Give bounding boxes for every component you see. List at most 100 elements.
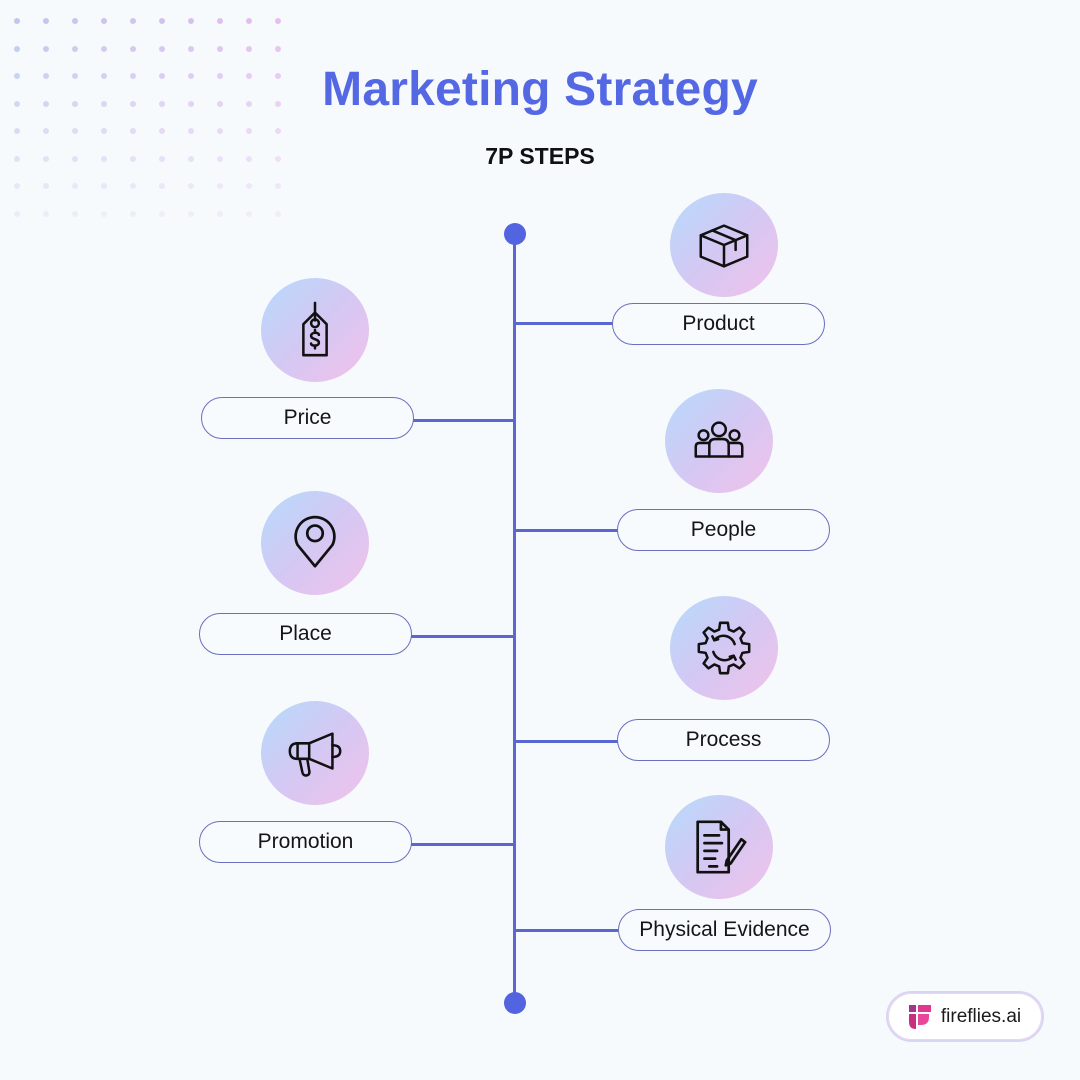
step-label: Promotion [257,830,354,853]
step-label: Process [685,728,762,751]
decorative-dot [43,128,49,134]
people-group-icon [694,421,744,458]
decorative-dot [217,18,223,24]
decorative-dot [72,155,78,162]
decorative-dot [217,128,223,134]
physical-evidence-icon-circle [665,795,773,899]
decorative-dot [72,183,78,189]
step-label: Product [682,312,755,335]
decorative-dot [72,128,78,134]
decorative-dot [130,100,136,107]
decorative-dot [43,100,49,107]
decorative-dot [246,100,252,107]
decorative-dot [14,100,20,107]
price-icon-circle [261,278,369,382]
decorative-dot [14,128,20,134]
step-price[interactable]: Price [201,397,414,439]
decorative-dot [101,18,107,24]
step-label: Physical Evidence [639,918,810,941]
step-label: Price [283,406,332,429]
branch-promotion [411,843,514,846]
gear-cycle-icon [697,621,751,675]
decorative-dot [101,45,107,52]
step-process[interactable]: Process [617,719,830,761]
package-box-icon [699,224,749,268]
branch-physical-evidence [515,929,618,932]
branch-place [411,635,514,638]
location-pin-icon [294,515,336,568]
page-title: Marketing Strategy [322,63,758,116]
decorative-dot [130,183,136,189]
step-label: Place [279,622,332,645]
decorative-dot-grid [10,14,300,234]
decorative-dot [275,100,281,107]
decorative-dot [14,45,20,52]
timeline-end-node [504,992,526,1014]
decorative-dot [101,210,107,217]
decorative-dot [159,73,165,79]
decorative-dot [101,183,107,189]
decorative-dot [246,73,252,79]
branch-people [515,529,618,532]
decorative-dot [130,155,136,162]
decorative-dot [14,155,20,162]
decorative-dot [246,128,252,134]
decorative-dot [72,18,78,24]
decorative-dot [130,18,136,24]
decorative-dot [159,128,165,134]
timeline-start-node [504,223,526,245]
decorative-dot [72,45,78,52]
step-place[interactable]: Place [199,613,412,655]
promotion-icon-circle [261,701,369,805]
decorative-dot [101,128,107,134]
decorative-dot [275,210,281,217]
decorative-dot [188,155,194,162]
document-pen-icon [696,820,747,874]
decorative-dot [101,155,107,162]
decorative-dot [130,73,136,79]
decorative-dot [43,155,49,162]
decorative-dot [275,128,281,134]
step-product[interactable]: Product [612,303,825,345]
decorative-dot [217,155,223,162]
place-icon-circle [261,491,369,595]
decorative-dot [217,45,223,52]
decorative-dot [188,183,194,189]
decorative-dot [159,155,165,162]
decorative-dot [101,73,107,79]
decorative-dot [43,183,49,189]
decorative-dot [246,18,252,24]
decorative-dot [246,183,252,189]
branch-process [515,740,618,743]
decorative-dot [246,45,252,52]
decorative-dot [14,210,20,217]
decorative-dot [159,18,165,24]
decorative-dot [101,100,107,107]
decorative-dot [14,73,20,79]
step-physical-evidence[interactable]: Physical Evidence [618,909,831,951]
decorative-dot [130,128,136,134]
decorative-dot [217,100,223,107]
decorative-dot [246,155,252,162]
megaphone-icon [288,732,342,777]
decorative-dot [72,100,78,107]
decorative-dot [43,73,49,79]
decorative-dot [159,183,165,189]
step-promotion[interactable]: Promotion [199,821,412,863]
decorative-dot [275,155,281,162]
decorative-dot [246,210,252,217]
brand-badge[interactable]: fireflies.ai [886,991,1044,1042]
branch-product [515,322,613,325]
decorative-dot [188,45,194,52]
decorative-dot [43,210,49,217]
price-tag-icon [302,301,328,357]
decorative-dot [217,73,223,79]
step-people[interactable]: People [617,509,830,551]
decorative-dot [14,18,20,24]
decorative-dot [72,73,78,79]
decorative-dot [130,45,136,52]
step-label: People [690,518,757,541]
product-icon-circle [670,193,778,297]
process-icon-circle [670,596,778,700]
decorative-dot [159,100,165,107]
